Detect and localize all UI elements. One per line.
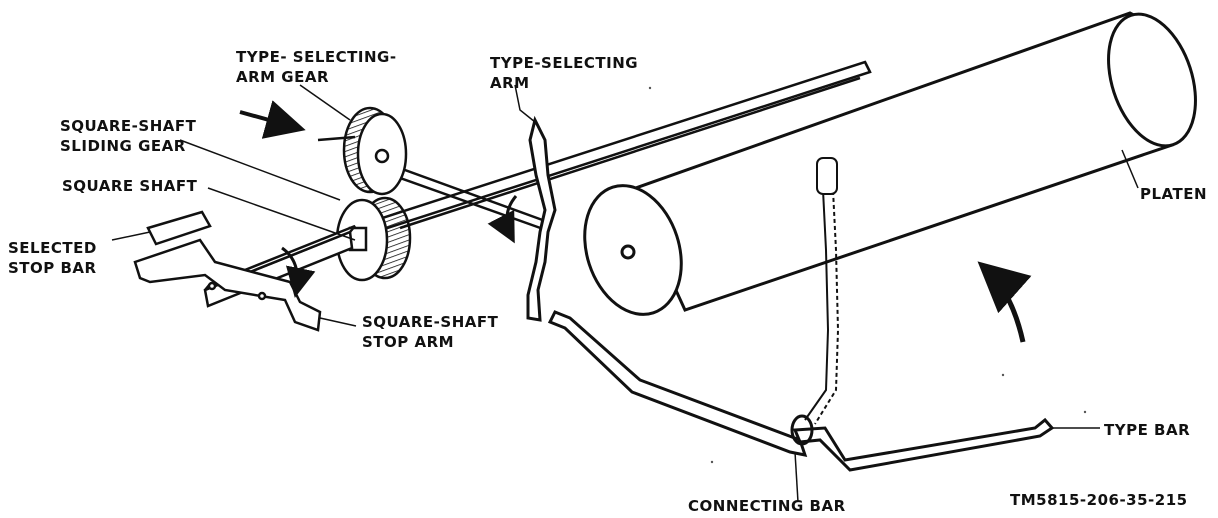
- type-selecting-arm: [526, 115, 557, 322]
- leader-lines: [111, 84, 1139, 503]
- selected-stop-bar: [133, 210, 322, 332]
- label-type-selecting-arm-gear: TYPE- SELECTING- ARM GEAR: [236, 48, 397, 86]
- square-shaft-sliding-gear: [335, 196, 412, 282]
- label-type-selecting-arm: TYPE-SELECTING ARM: [490, 54, 639, 92]
- paper-specks: [648, 86, 1087, 464]
- label-selected-stop-bar: SELECTED STOP BAR: [8, 239, 97, 277]
- connecting-and-type-bar: [547, 310, 1055, 472]
- platen-cylinder: [583, 11, 1197, 316]
- label-type-bar: TYPE BAR: [1104, 421, 1191, 439]
- type-selecting-arm-gear: [317, 106, 549, 232]
- label-square-shaft-stop-arm: SQUARE-SHAFT STOP ARM: [362, 313, 499, 351]
- label-platen: PLATEN: [1140, 185, 1208, 203]
- figure-code: TM5815-206-35-215: [1010, 491, 1188, 509]
- label-connecting-bar: CONNECTING BAR: [688, 497, 846, 515]
- rotation-arrows: [281, 195, 1032, 343]
- label-square-shaft: SQUARE SHAFT: [62, 177, 198, 195]
- label-square-shaft-sliding-gear: SQUARE-SHAFT SLIDING GEAR: [60, 117, 197, 155]
- push-arrow: [239, 100, 306, 139]
- type-bar-link: [804, 157, 840, 425]
